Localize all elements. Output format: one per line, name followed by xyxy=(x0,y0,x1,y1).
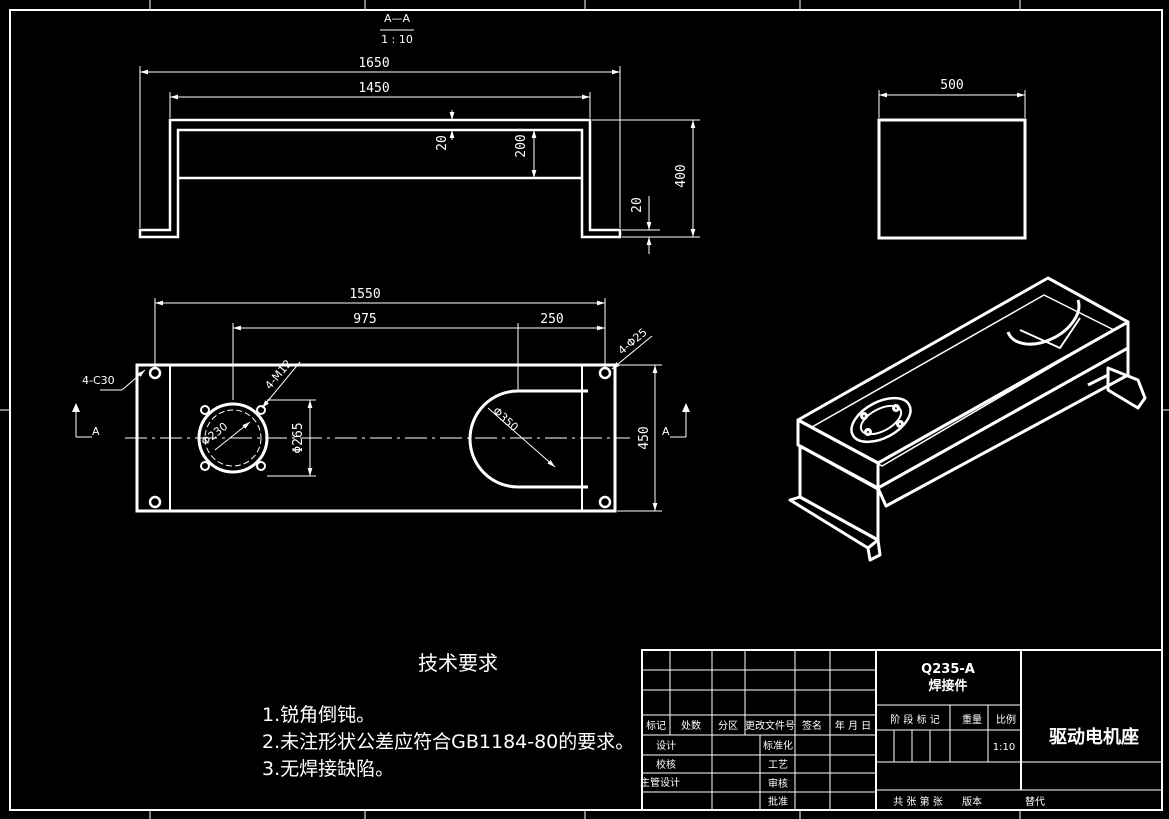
notes-title: 技术要求 xyxy=(418,651,498,675)
side-view xyxy=(877,90,1027,240)
title-replace: 替代 xyxy=(1025,795,1045,808)
role-approve: 批准 xyxy=(768,795,788,808)
role-design: 设计 xyxy=(656,739,676,752)
dim-slot-offset: 250 xyxy=(540,312,563,327)
dim-inner-length: 1450 xyxy=(358,81,389,96)
front-view xyxy=(138,118,622,239)
isometric-view xyxy=(788,276,1147,562)
title-block xyxy=(641,649,1163,811)
title-ratio-label: 比例 xyxy=(996,713,1016,726)
section-arrow-left-icon xyxy=(72,403,80,412)
role-chief: 主管设计 xyxy=(640,776,680,789)
header-change-doc: 更改文件号 xyxy=(745,719,795,732)
dim-plate-thickness: 20 xyxy=(435,135,450,151)
title-weight-label: 重量 xyxy=(962,713,982,726)
header-count: 处数 xyxy=(681,719,701,732)
note-item: 1.锐角倒钝。 xyxy=(262,704,375,726)
section-name: A—A xyxy=(384,12,411,25)
section-label: A—A 1 : 10 xyxy=(380,12,414,46)
title-version: 版本 xyxy=(962,795,982,808)
note-item: 3.无焊接缺陷。 xyxy=(262,758,394,780)
section-marker-right: A xyxy=(662,425,670,438)
note-item: 2.未注形状公差应符合GB1184-80的要求。 xyxy=(262,731,634,753)
dim-foot-thickness: 20 xyxy=(630,197,645,213)
header-sign: 签名 xyxy=(802,719,822,732)
header-date: 年 月 日 xyxy=(835,719,871,732)
role-check: 校核 xyxy=(656,758,676,771)
section-scale: 1 : 10 xyxy=(381,33,413,46)
title-scale: 1:10 xyxy=(993,742,1015,753)
section-arrow-right-icon xyxy=(682,403,690,412)
role-standard: 标准化 xyxy=(763,739,793,752)
dim-top-length: 1550 xyxy=(349,287,380,302)
dim-hole-span: 975 xyxy=(353,312,376,327)
role-process: 工艺 xyxy=(768,759,788,771)
dim-overall-length: 1650 xyxy=(358,56,389,71)
title-sheets: 共 张 第 张 xyxy=(893,795,943,808)
dim-depth: 200 xyxy=(514,134,529,157)
title-stage-label: 阶 段 标 记 xyxy=(890,713,940,726)
header-zone: 分区 xyxy=(718,720,738,732)
dim-top-width: 450 xyxy=(637,426,652,449)
section-marker-left: A xyxy=(92,425,100,438)
role-review: 审核 xyxy=(768,777,788,790)
front-view-dimensions xyxy=(139,66,700,254)
dim-slot-radius: Φ350 xyxy=(490,405,521,435)
header-mark: 标记 xyxy=(646,720,666,732)
title-material: Q235-A xyxy=(921,662,975,677)
dim-height: 400 xyxy=(674,164,689,187)
dim-side-width: 500 xyxy=(940,78,963,93)
title-part-name: 驱动电机座 xyxy=(1049,726,1139,748)
top-view-dimensions xyxy=(75,298,687,512)
dim-chamfer: 4-C30 xyxy=(82,374,115,387)
title-part-type: 焊接件 xyxy=(928,678,967,694)
dim-bore: Φ265 xyxy=(291,422,306,453)
